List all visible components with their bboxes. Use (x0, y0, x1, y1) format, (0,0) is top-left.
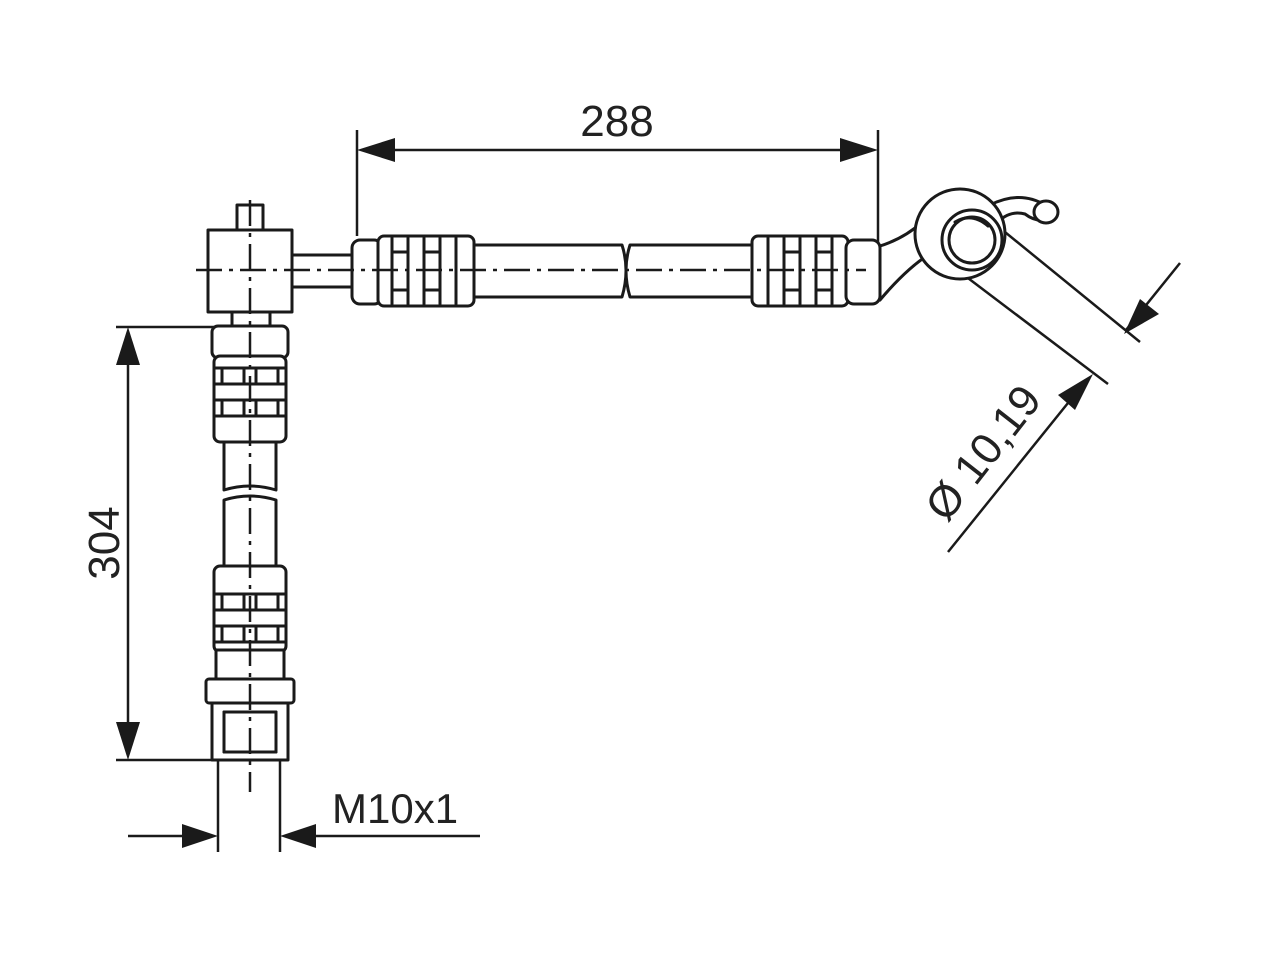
dimension-288-label: 288 (580, 97, 653, 146)
thread-label: M10x1 (332, 785, 458, 832)
dimension-thread: M10x1 (128, 760, 480, 852)
elbow-fitting (206, 203, 354, 330)
banjo-eye-fitting (878, 187, 1060, 302)
center-lines (196, 200, 866, 792)
dimension-304: 304 (80, 325, 240, 762)
dimension-304-label: 304 (80, 506, 129, 579)
dimension-288: 288 (355, 97, 880, 246)
